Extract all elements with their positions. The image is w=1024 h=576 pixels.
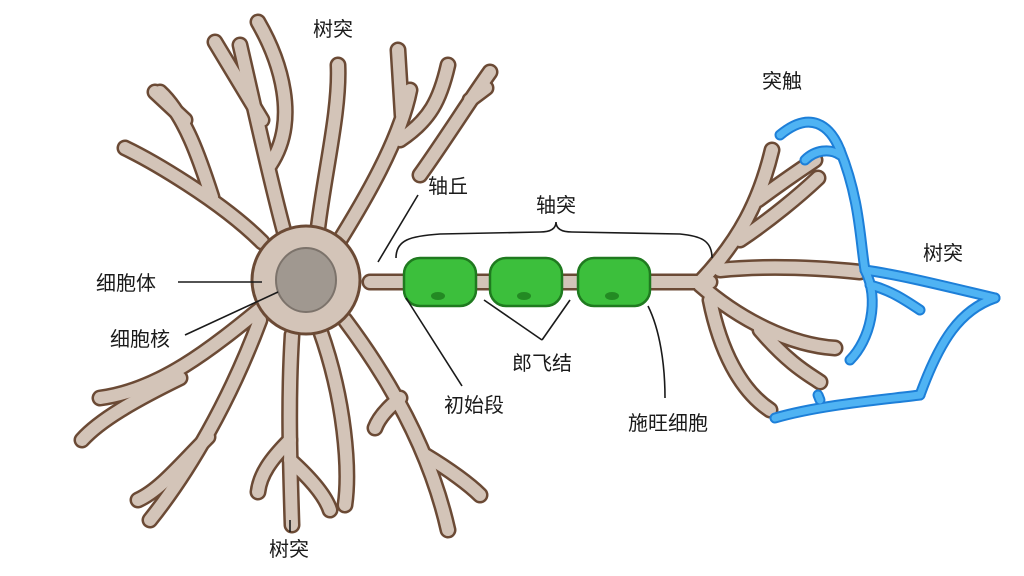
neurite-branch xyxy=(752,154,821,206)
neurite-branch xyxy=(369,392,406,434)
neurite-branch xyxy=(132,431,214,506)
target-dendrite-branch xyxy=(861,266,999,302)
neurite-branch xyxy=(312,59,345,234)
neurite-branch xyxy=(704,294,776,416)
neurite-branch xyxy=(464,82,492,106)
neurite-branch xyxy=(339,314,454,536)
label-axon: 轴突 xyxy=(536,193,576,217)
neurite-branch xyxy=(284,454,336,516)
label-nodes-of-ranvier: 郎飞结 xyxy=(512,351,572,375)
label-initial-segment: 初始段 xyxy=(444,393,504,417)
neurite-branch xyxy=(234,39,291,241)
neurite-branch xyxy=(419,449,486,501)
neurite-branch xyxy=(394,59,454,146)
label-dendrite-right: 树突 xyxy=(923,241,963,265)
label-axon-hillock: 轴丘 xyxy=(428,174,468,198)
nucleus xyxy=(275,247,337,313)
target-dendrite-branch xyxy=(814,391,824,404)
label-schwann-cell: 施旺细胞 xyxy=(628,411,708,435)
target-dendrite-branch xyxy=(836,146,869,274)
schwann-cell-sheath xyxy=(488,256,564,308)
label-nucleus: 细胞核 xyxy=(110,327,170,351)
neurite-branch xyxy=(252,434,296,498)
neurite-branch xyxy=(392,44,408,121)
neuron-dendrites xyxy=(73,13,869,539)
target-dendrite-branch xyxy=(846,266,876,364)
neurite-branch xyxy=(734,172,824,246)
target-dendrite-branch xyxy=(801,147,844,164)
neurite-branch xyxy=(283,329,298,531)
schwann-cell-sheath xyxy=(576,256,652,308)
soma xyxy=(250,224,362,336)
target-dendrite-branch xyxy=(866,281,924,314)
neurite-branch xyxy=(209,36,268,126)
target-neuron-dendrites xyxy=(769,116,1001,424)
labels: 树突 树突 树突 突触 轴丘 轴突 细胞体 细胞核 郎飞结 初始段 施旺细胞 xyxy=(96,17,963,561)
leader-lines xyxy=(178,194,713,532)
label-soma: 细胞体 xyxy=(96,271,156,295)
myelin-sheaths xyxy=(402,256,652,308)
neurite-branch xyxy=(414,66,496,181)
neurite-branch xyxy=(76,372,186,446)
schwann-cell-sheath xyxy=(402,256,478,308)
target-dendrite-branch xyxy=(914,292,1001,401)
target-dendrite-branch xyxy=(771,391,924,422)
neurite-branch xyxy=(754,324,826,388)
neurite-branch xyxy=(119,142,268,248)
target-dendrite-branch xyxy=(776,118,844,154)
neurite-branch xyxy=(94,299,271,404)
label-synapse: 突触 xyxy=(762,69,802,93)
label-dendrite-bottom: 树突 xyxy=(269,537,309,561)
neurite-branch xyxy=(149,86,191,126)
neurite-branch xyxy=(314,324,353,511)
neurite-branch xyxy=(714,261,866,278)
target-dendrite-branch xyxy=(916,294,999,399)
label-dendrite-top: 树突 xyxy=(313,17,353,41)
neurite-branch xyxy=(694,144,778,288)
neurite-branch xyxy=(252,16,292,171)
